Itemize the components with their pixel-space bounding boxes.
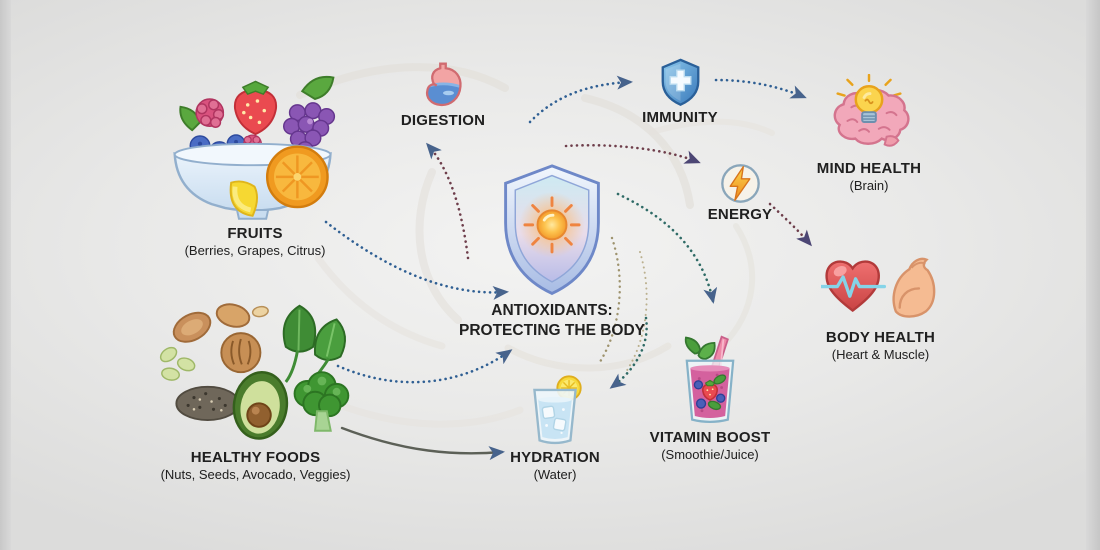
node-label: VITAMIN BOOST bbox=[649, 428, 771, 446]
arrow-antioxidants-to-energy bbox=[564, 143, 701, 164]
node-sublabel: (Brain) bbox=[849, 178, 889, 194]
left-edge-shade bbox=[0, 0, 11, 550]
node-label: MIND HEALTH bbox=[816, 160, 922, 178]
node-label: IMMUNITY bbox=[642, 108, 718, 126]
node-sublabel: (Heart & Muscle) bbox=[831, 346, 930, 362]
smoothie-icon bbox=[677, 334, 743, 427]
node-digestion: DIGESTION bbox=[393, 60, 493, 129]
arrow-energy-to-body-health bbox=[768, 202, 812, 247]
node-sublabel: (Nuts, Seeds, Avocado, Veggies) bbox=[160, 467, 351, 483]
lightning-bolt-icon bbox=[720, 163, 761, 204]
arrow-antioxidants-to-hydration bbox=[609, 316, 648, 389]
brain-lightbulb-icon bbox=[822, 73, 916, 158]
node-sublabel: (Berries, Grapes, Citrus) bbox=[184, 242, 326, 258]
arrow-fruits-to-antioxidants bbox=[324, 220, 509, 300]
antioxidants-title-line1: ANTIOXIDANTS: bbox=[491, 302, 613, 320]
node-hydration: HYDRATION (Water) bbox=[502, 374, 608, 482]
immunity-shield-icon bbox=[659, 58, 702, 107]
arrow-antioxidants-to-vitamin-boost bbox=[616, 192, 718, 304]
node-energy: ENERGY bbox=[698, 163, 782, 223]
node-antioxidants: ANTIOXIDANTS: PROTECTING THE BODY bbox=[452, 163, 652, 340]
arrow-antioxidants-to-immunity bbox=[528, 75, 633, 124]
right-edge-shade bbox=[1086, 0, 1100, 550]
node-immunity: IMMUNITY bbox=[630, 58, 730, 126]
node-body-health: BODY HEALTH (Heart & Muscle) bbox=[798, 252, 963, 362]
node-label: BODY HEALTH bbox=[825, 328, 936, 346]
antioxidants-title-line2: PROTECTING THE BODY bbox=[458, 321, 645, 339]
node-mind-health: MIND HEALTH (Brain) bbox=[806, 73, 932, 194]
connection-arrows bbox=[324, 75, 812, 461]
node-healthy-foods: HEALTHY FOODS (Nuts, Seeds, Avocado, Veg… bbox=[133, 296, 378, 482]
arrow-antioxidants-to-digestion bbox=[426, 142, 470, 260]
fruit-bowl-icon bbox=[163, 62, 348, 223]
node-fruits: FRUITS (Berries, Grapes, Citrus) bbox=[150, 62, 360, 258]
node-label: FRUITS bbox=[227, 224, 283, 242]
stomach-icon bbox=[421, 60, 465, 110]
node-label: DIGESTION bbox=[400, 111, 486, 129]
node-label: HYDRATION bbox=[510, 448, 600, 466]
node-vitamin-boost: VITAMIN BOOST (Smoothie/Juice) bbox=[643, 334, 777, 462]
arrow-healthy-foods-to-hydration bbox=[340, 426, 505, 461]
arrow-immunity-to-mind-health bbox=[714, 78, 807, 99]
antioxidant-shield-sun-icon bbox=[494, 163, 610, 298]
node-label: HEALTHY FOODS bbox=[190, 449, 321, 467]
water-glass-icon bbox=[526, 374, 584, 447]
node-label: ENERGY bbox=[707, 206, 773, 223]
healthy-foods-icon bbox=[151, 296, 361, 447]
node-sublabel: (Smoothie/Juice) bbox=[661, 446, 759, 462]
heart-muscle-icon bbox=[818, 252, 941, 327]
arrow-healthy-foods-to-antioxidants bbox=[336, 349, 513, 384]
node-sublabel: (Water) bbox=[533, 466, 577, 482]
